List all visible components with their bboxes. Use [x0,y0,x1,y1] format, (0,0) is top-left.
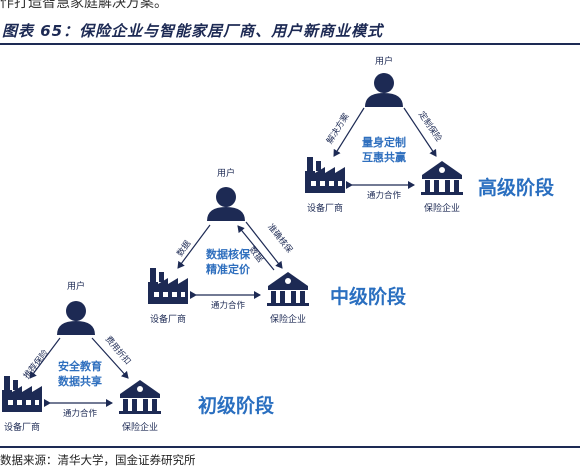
stage-3-user-label: 用户 [375,55,393,67]
user-icon [365,73,403,107]
insurer-building-icon [119,380,161,414]
stage-2-insurer-label: 保险企业 [270,313,306,325]
bottom-rule [0,446,580,448]
stage-1-right-arrow [91,337,129,379]
stage-2-left-edge-label: 数据 [175,238,194,259]
figure-title: 图表 65：保险企业与智能家居厂商、用户新商业模式 [2,22,384,40]
stage-2-user-label: 用户 [217,167,235,179]
stage-2-center-line-2: 精准定价 [206,262,251,276]
factory-icon [148,268,188,304]
stage-1-manufacturer-label: 设备厂商 [4,421,40,433]
insurer-building-icon [421,161,463,195]
stage-1-right-edge-label: 费用折扣 [103,334,133,367]
stage-3-manufacturer-label: 设备厂商 [307,202,343,214]
factory-icon [2,376,42,412]
stage-3-insurer-label: 保险企业 [424,202,460,214]
title-rule [0,43,580,45]
stage-3-right-edge-label: 定制保险 [416,109,444,144]
stage-1-left-arrow [29,337,61,379]
stage-1-insurer-label: 保险企业 [122,421,158,433]
stage-3-center-line-2: 互惠共赢 [362,150,406,164]
stage-2-left-arrow [177,224,211,269]
stage-3-right-arrow [403,107,437,157]
stage-2-right-outer-label: 准确核保 [265,222,295,256]
stage-2-manufacturer-label: 设备厂商 [150,313,186,325]
stage-1-left-edge-label: 推荐保险 [21,347,51,381]
user-icon [57,301,95,335]
source-note: 数据来源：清华大学，国金证券研究所 [0,453,196,467]
stage-3-left-edge-label: 解决方案 [324,111,352,146]
stage-1-name: 初级阶段 [198,394,275,417]
stage-3-name: 高级阶段 [478,176,555,199]
stage-3-left-arrow [333,107,365,157]
stage-1-center-line-2: 数据共享 [58,374,102,388]
stage-1-center-line-1: 安全教育 [58,359,102,373]
stage-2-center-line-1: 数据核保 [206,247,251,261]
factory-icon [305,157,345,193]
stage-2-bottom-edge-label: 通力合作 [211,300,246,311]
top-text-fragment: 作打造智慧家庭解决方案。 [0,0,168,11]
stage-2-right-outer-arrow [245,221,283,269]
stage-1-bottom-edge-label: 通力合作 [63,408,98,419]
user-icon [207,187,245,221]
stage-2-right-inner-arrow [237,225,275,271]
stage-2-name: 中级阶段 [330,285,407,308]
stage-1-user-label: 用户 [67,280,85,292]
stage-3-group: 用户 设备厂商 保险企业 解决方案 定制保险 通力合作 量身定制 互惠共赢 高级… [305,55,555,214]
insurer-building-icon [267,272,309,306]
stage-3-center-line-1: 量身定制 [362,135,406,149]
stage-3-bottom-edge-label: 通力合作 [367,190,402,201]
